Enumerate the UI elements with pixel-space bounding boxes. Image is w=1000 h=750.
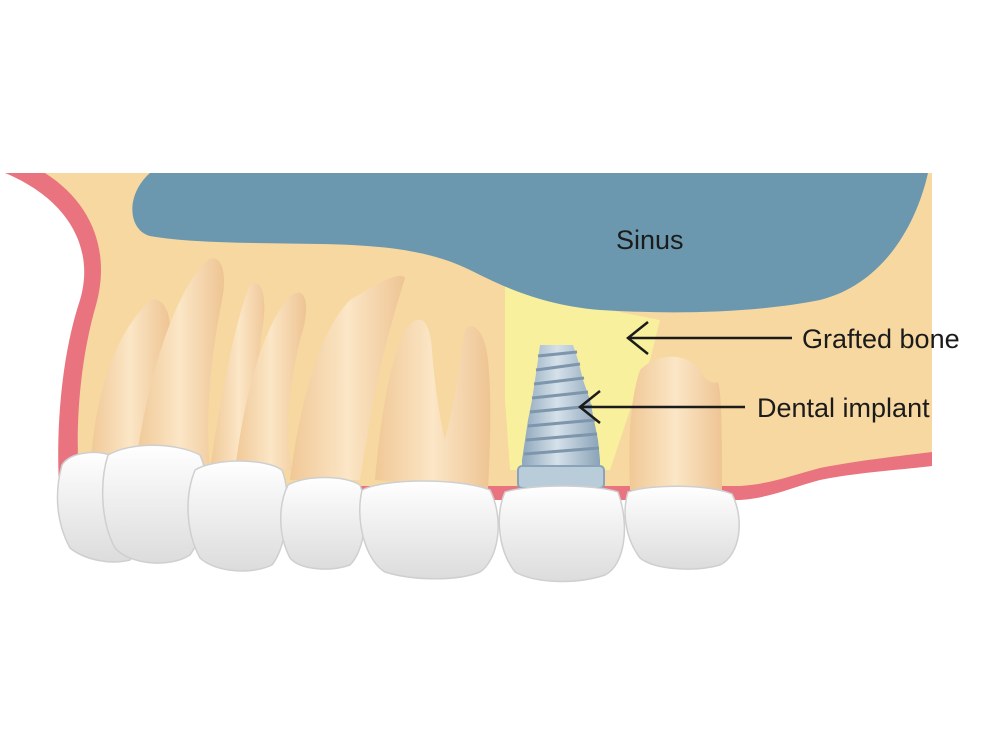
sinus-cavity xyxy=(132,173,929,313)
tooth-crowns xyxy=(56,444,740,583)
sinus-label: Sinus xyxy=(616,225,684,255)
dental-implant xyxy=(517,345,605,489)
grafted-bone-arrow xyxy=(625,321,792,355)
dental-implant-label: Dental implant xyxy=(757,393,930,423)
tooth-roots xyxy=(90,258,722,490)
dental-implant-arrow xyxy=(577,390,745,424)
grafted-bone-label: Grafted bone xyxy=(802,324,960,354)
